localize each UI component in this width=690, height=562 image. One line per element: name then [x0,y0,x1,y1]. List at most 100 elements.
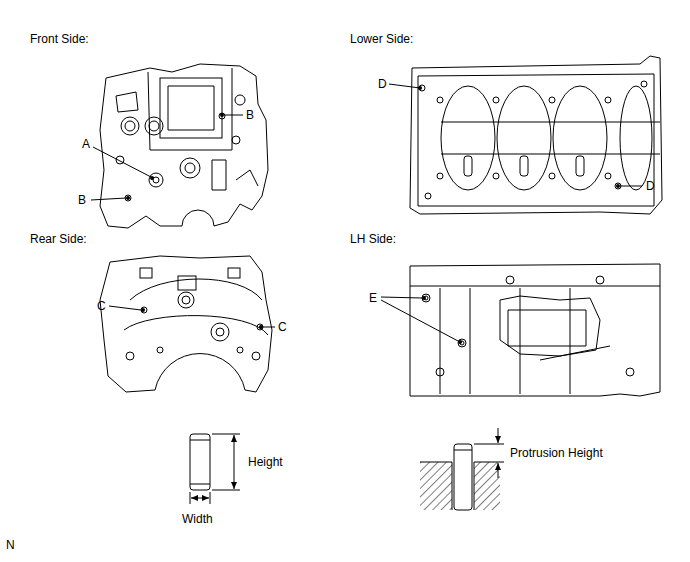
protrusion-figure [452,462,453,510]
callout-letter: B [78,193,86,207]
lh-view [410,264,660,396]
callout-letter: D [378,77,387,91]
leader-dots [126,196,130,200]
lh-view [410,286,660,287]
lower-view [437,97,443,103]
lower-view [419,85,425,91]
rear-view [237,347,243,353]
lower-view [549,173,555,179]
lower-view [576,156,584,176]
front-view [116,92,138,112]
rear-view [252,352,260,360]
lower-view [493,97,499,103]
front-view [100,64,268,228]
leader-lines [381,300,458,341]
pin-dimension-figure [210,492,211,504]
rear-view [216,328,224,336]
protrusion-figure [474,462,475,510]
callout-letter: E [369,291,377,305]
rear-view [141,307,147,313]
protrusion-figure [454,444,472,510]
leader-lines [91,198,126,200]
front-view [160,78,222,138]
pin-dimension-figure [234,462,235,489]
lh-view [508,310,586,346]
lh-view [440,288,570,394]
dimension-label: Protrusion Height [510,446,603,460]
front-view [148,68,232,150]
rear-view [126,352,134,360]
protrusion-figure [420,428,504,510]
lower-view [493,173,499,179]
leader-dots [141,308,145,312]
dimension-label: Height [248,455,283,469]
front-view [149,173,163,187]
lh-view [596,276,604,284]
leader-lines [389,84,420,88]
view-heading: Front Side: [30,32,89,46]
rear-view [182,296,190,304]
front-view [185,163,195,173]
lower-view [605,173,611,179]
pin-dimension-figure [212,490,240,491]
lh-view [458,339,466,347]
leader-lines [224,115,243,116]
front-view [168,86,214,130]
lower-view [425,193,431,199]
figure-code: N [6,538,15,552]
front-view [125,121,135,131]
rear-view [140,268,152,278]
lower-view [418,74,654,206]
lower-view [549,97,555,103]
rear-view [100,256,272,392]
rear-view [157,347,163,353]
protrusion-figure [420,462,452,510]
lower-view [464,156,472,176]
pin-dimension-figure [190,434,240,504]
protrusion-figure [474,462,500,463]
lower-view [410,56,662,214]
lower-view [441,86,495,190]
leader-lines [263,327,275,328]
lh-view [410,264,660,396]
front-view [100,64,268,228]
callout-letter: D [646,179,655,193]
pin-dimension-figure [200,498,209,499]
lower-view [620,86,652,190]
pin-dimension-figure [212,434,240,435]
rear-view [211,323,229,341]
lower-view [437,173,443,179]
leader-lines [93,147,151,177]
leader-dots [616,184,620,188]
leader-lines [109,306,141,310]
lh-view [436,368,444,376]
view-heading: Rear Side: [30,232,87,246]
lh-view [500,296,600,356]
front-view [145,117,163,135]
leader-dots [422,296,426,300]
front-view [149,121,159,131]
lower-view [605,97,611,103]
lh-view [626,368,634,376]
callout-letter: B [246,108,254,122]
view-heading: LH Side: [350,232,396,246]
lower-view [497,86,551,190]
callout-letter: C [278,320,287,334]
lh-view [422,294,430,302]
front-view [212,160,226,190]
callout-letter: A [82,137,90,151]
lh-view [540,346,610,360]
front-view [121,117,139,135]
front-view [180,158,200,178]
rear-view [257,324,263,330]
lower-view [641,81,647,87]
lower-view [520,156,528,176]
leader-dots [150,176,154,180]
protrusion-figure [474,462,500,510]
lower-view [441,122,660,154]
protrusion-figure [498,428,499,443]
rear-view [100,256,272,392]
leader-lines [620,186,642,187]
leader-lines [91,84,642,341]
